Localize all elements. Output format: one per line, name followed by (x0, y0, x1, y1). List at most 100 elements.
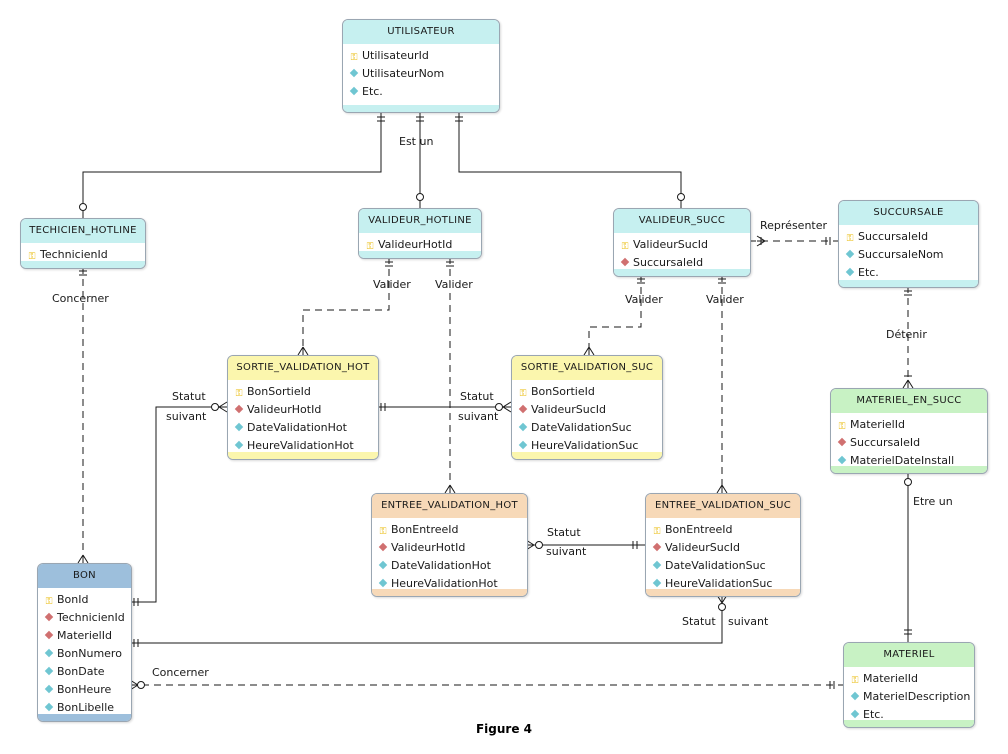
attribute-icon (850, 709, 860, 719)
attribute-label: ValideurSucId (665, 541, 740, 554)
attribute-row: HeureValidationSuc (512, 437, 662, 455)
attribute-row: MaterielDateInstall (831, 452, 987, 470)
attribute-icon (652, 560, 662, 570)
relationship-line (82, 111, 382, 218)
optional-marker (904, 478, 912, 486)
entity-footer (844, 720, 974, 727)
attribute-label: BonId (57, 593, 89, 606)
attribute-row: SuccursaleId (831, 434, 987, 452)
attribute-label: MaterielId (863, 672, 918, 685)
label-statut-2: Statut (460, 390, 494, 403)
attribute-row: MaterielDescription (844, 688, 974, 706)
attribute-row: BonNumero (38, 645, 131, 663)
attribute-row: ValideurSucId (512, 401, 662, 419)
key-icon: ⚿ (366, 242, 374, 252)
label-statut-1: Statut (172, 390, 206, 403)
attribute-row: ⚿BonSortieId (228, 383, 378, 401)
optional-marker (718, 603, 726, 611)
attribute-row: ⚿UtilisateurId (343, 47, 499, 65)
attribute-label: BonNumero (57, 647, 122, 660)
attribute-label: UtilisateurId (362, 49, 429, 62)
attribute-row: DateValidationSuc (512, 419, 662, 437)
attribute-row: DateValidationSuc (646, 557, 800, 575)
attribute-icon (44, 702, 54, 712)
label-etre-un: Etre un (913, 495, 953, 508)
attribute-label: ValideurSucId (633, 238, 708, 251)
foreign-key-icon (652, 542, 662, 552)
entity-valideur-hotline[interactable]: VALIDEUR_HOTLINE⚿ValideurHotId (358, 208, 482, 259)
label-suivant-4: suivant (728, 615, 769, 628)
attribute-icon (234, 422, 244, 432)
many-marker (583, 346, 595, 356)
attribute-label: DateValidationSuc (531, 421, 632, 434)
attribute-icon (845, 249, 855, 259)
label-valider-suc-1: Valider (625, 293, 663, 306)
entity-title: BON (38, 564, 131, 588)
many-marker (502, 401, 512, 413)
attribute-label: DateValidationHot (247, 421, 347, 434)
attribute-row: ⚿BonSortieId (512, 383, 662, 401)
attribute-row: ValideurHotId (372, 539, 527, 557)
attribute-row: Etc. (839, 264, 978, 282)
attribute-label: SuccursaleId (858, 230, 929, 243)
label-suivant-1: suivant (166, 410, 207, 423)
entity-title: MATERIEL (844, 643, 974, 667)
foreign-key-icon (378, 542, 388, 552)
label-valider-suc-2: Valider (706, 293, 744, 306)
attribute-label: BonSortieId (531, 385, 595, 398)
entity-footer (372, 589, 527, 596)
attribute-row: ⚿ValideurHotId (359, 236, 481, 254)
entity-footer (228, 452, 378, 459)
attribute-icon (845, 267, 855, 277)
attribute-row: ⚿MaterielId (844, 670, 974, 688)
entity-title: SORTIE_VALIDATION_HOT (228, 356, 378, 380)
entity-techicien-hotline[interactable]: TECHICIEN_HOTLINE⚿TechnicienId (20, 218, 146, 269)
many-marker (444, 484, 456, 494)
many-marker (716, 484, 728, 494)
label-statut-3: Statut (547, 526, 581, 539)
entity-footer (646, 589, 800, 596)
attribute-label: MaterielId (850, 418, 905, 431)
attribute-label: ValideurHotId (247, 403, 322, 416)
key-icon: ⚿ (838, 422, 846, 432)
optional-marker (79, 203, 87, 211)
label-concerner-bon: Concerner (152, 666, 209, 679)
attribute-label: DateValidationSuc (665, 559, 766, 572)
relationship-line (130, 406, 227, 603)
attribute-label: TechnicienId (57, 611, 125, 624)
attribute-row: DateValidationHot (372, 557, 527, 575)
attribute-label: BonEntreeId (665, 523, 733, 536)
attribute-icon (518, 422, 528, 432)
attribute-row: TechnicienId (38, 609, 131, 627)
foreign-key-icon (44, 630, 54, 640)
attribute-label: Etc. (362, 85, 383, 98)
label-concerner-tech: Concerner (52, 292, 109, 305)
attribute-row: Etc. (844, 706, 974, 724)
attribute-icon (378, 560, 388, 570)
attribute-icon (234, 440, 244, 450)
optional-marker (211, 403, 219, 411)
attribute-label: Etc. (858, 266, 879, 279)
attribute-label: TechnicienId (40, 248, 108, 261)
entity-title: UTILISATEUR (343, 20, 499, 44)
attribute-icon (349, 68, 359, 78)
attribute-row: BonLibelle (38, 699, 131, 717)
optional-marker (416, 193, 424, 201)
attribute-row: BonDate (38, 663, 131, 681)
attribute-row: ⚿BonId (38, 591, 131, 609)
attribute-icon (44, 648, 54, 658)
attribute-label: ValideurSucId (531, 403, 606, 416)
entity-title: VALIDEUR_SUCC (614, 209, 750, 233)
attribute-icon (44, 684, 54, 694)
attribute-row: HeureValidationHot (228, 437, 378, 455)
